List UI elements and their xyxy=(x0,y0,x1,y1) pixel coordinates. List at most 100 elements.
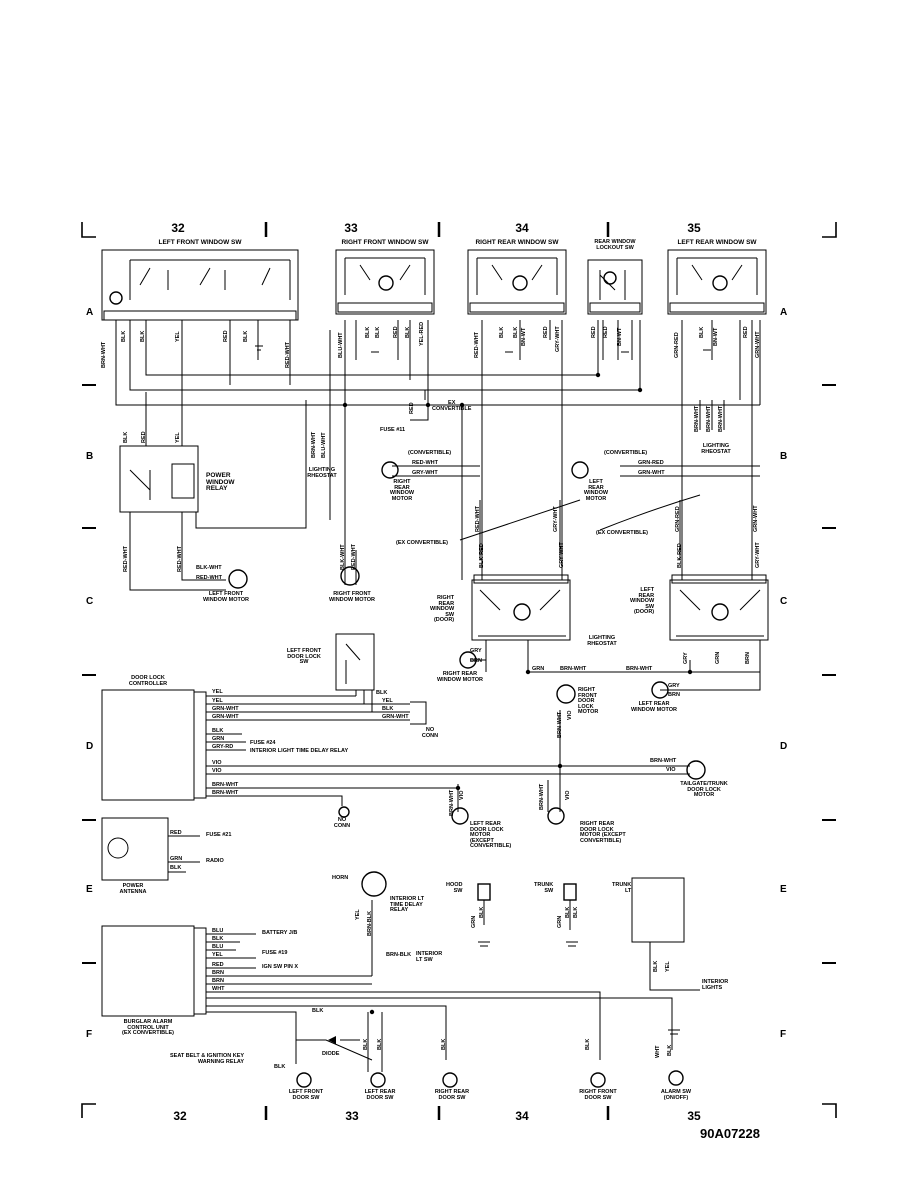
wire-label: GRN xyxy=(557,915,563,928)
wire-label: GRY-WHT xyxy=(755,542,761,568)
wire-label: GRY-WHT xyxy=(553,506,559,532)
left-rear-window-sw-door-box xyxy=(669,579,769,641)
wire-label: VIO xyxy=(212,768,222,774)
wire-label: YEL-RED xyxy=(419,321,425,346)
zone-f-right: F xyxy=(780,1029,787,1040)
label-no-conn-1: NO CONN xyxy=(421,727,439,739)
zone-a-left: A xyxy=(86,307,94,318)
wire-label: GRN-RED xyxy=(638,460,664,466)
zone-c-right: C xyxy=(780,596,788,607)
label-left-rear-window-sw: LEFT REAR WINDOW SW xyxy=(677,239,757,246)
wire-label: BLK-RED xyxy=(677,543,683,568)
wire-label: BLK xyxy=(140,330,146,342)
label-tailgate-trunk-door-lock-motor: TAILGATE/TRUNK DOOR LOCK MOTOR xyxy=(680,781,728,798)
wire-label: BRN-WHT xyxy=(560,666,587,672)
wire-label: YEL xyxy=(175,331,181,342)
wire-label: BLK xyxy=(212,936,224,942)
wire-label: BRN xyxy=(212,970,224,976)
label-left-rear-window-motor-top: LEFT REAR WINDOW MOTOR xyxy=(583,479,609,502)
wire-label: GRN xyxy=(471,915,477,928)
wire-label: BLU-WHT xyxy=(338,332,344,358)
wire-label: BLK xyxy=(667,1044,673,1056)
zone-e-right: E xyxy=(780,884,787,895)
label-left-rear-door-lock-motor: LEFT REAR DOOR LOCK MOTOR (EXCEPT CONVER… xyxy=(470,821,512,849)
label-diode: DIODE xyxy=(322,1051,340,1057)
label-right-rear-window-motor: RIGHT REAR WINDOW MOTOR xyxy=(436,671,484,683)
label-right-front-door-sw: RIGHT FRONT DOOR SW xyxy=(579,1089,617,1101)
label-lighting-rheostat-2: LIGHTING RHEOSTAT xyxy=(701,443,731,455)
wire-label: RED xyxy=(141,431,147,443)
wire-label: BLU-WHT xyxy=(321,432,327,458)
wire-label: GRN-WHT xyxy=(382,714,409,720)
label-right-front-window-motor: RIGHT FRONT WINDOW MOTOR xyxy=(328,591,376,603)
wire-label: RED xyxy=(743,326,749,338)
wire-label: GRY-WHT xyxy=(412,470,438,476)
right-rear-window-sw-door-box xyxy=(471,579,571,641)
wire-label: GRY xyxy=(683,652,689,664)
right-rear-window-sw-box xyxy=(467,249,567,315)
wire-label: BLK xyxy=(170,865,182,871)
column-34-top: 34 xyxy=(515,221,529,235)
wire-label: YEL xyxy=(212,698,223,704)
wire-label: VIO xyxy=(666,767,676,773)
wire-label: GRY xyxy=(470,648,482,654)
corner-mark-br xyxy=(822,1103,837,1118)
wire-label: BLK xyxy=(377,1038,383,1050)
label-right-rear-window-motor-top: RIGHT REAR WINDOW MOTOR xyxy=(389,479,415,502)
wire-label: BLK xyxy=(585,1038,591,1050)
note-convertible-2: (CONVERTIBLE) xyxy=(604,450,648,456)
wire-label: RED-WHT xyxy=(177,546,183,572)
label-alarm-sw: ALARM SW (ON/OFF) xyxy=(660,1089,692,1101)
column-33-bottom: 33 xyxy=(345,1109,359,1123)
wire-label: GRN xyxy=(532,666,545,672)
label-hood-sw: HOOD SW xyxy=(446,882,463,894)
wire-label: BLU xyxy=(212,928,224,934)
corner-mark-tr xyxy=(822,222,837,238)
note-interior-light-time-delay-relay: INTERIOR LIGHT TIME DELAY RELAY xyxy=(250,748,349,754)
left-rear-window-sw-box xyxy=(667,249,767,315)
wire-label: BLK xyxy=(382,706,394,712)
wire-label: RED-WHT xyxy=(474,332,480,358)
wire-label: WHT xyxy=(655,1045,661,1058)
wire-label: BLK xyxy=(699,326,705,338)
note-ex-convertible-2: (EX CONVERTIBLE) xyxy=(596,530,648,536)
wire-label: GRY xyxy=(668,683,680,689)
wire-label: GRY-RD xyxy=(212,744,234,750)
zone-d-right: D xyxy=(780,741,788,752)
label-lighting-rheostat-1: LIGHTING RHEOSTAT xyxy=(307,467,337,479)
wire-label: BLK-WHT xyxy=(340,544,346,570)
note-fuse-24: FUSE #24 xyxy=(250,740,276,746)
label-left-front-window-sw: LEFT FRONT WINDOW SW xyxy=(158,239,242,246)
right-front-window-sw-box xyxy=(335,249,435,315)
wire-label: BRN-WHT xyxy=(650,758,677,764)
wire-label: RED xyxy=(212,962,224,968)
wire-label: BLK-RED xyxy=(479,543,485,568)
wire-label: GRN xyxy=(212,736,225,742)
wire-label: BRN-BLK xyxy=(386,952,412,958)
wire-label: VIO xyxy=(212,760,222,766)
wire-label: RED xyxy=(591,326,597,338)
wire-label: BRN-WHT xyxy=(706,405,712,432)
wire-label: GRN xyxy=(170,856,183,862)
label-right-rear-window-sw: RIGHT REAR WINDOW SW xyxy=(475,239,559,246)
label-interior-lt-sw: INTERIOR LT SW xyxy=(416,951,443,963)
wire-label: BRN-WHT xyxy=(212,782,239,788)
wire-label: BRN-WHT xyxy=(311,431,317,458)
label-lighting-rheostat-3: LIGHTING RHEOSTAT xyxy=(587,635,617,647)
column-34-bottom: 34 xyxy=(515,1109,529,1123)
wire-label: BLK xyxy=(123,431,129,443)
label-right-rear-door-sw: RIGHT REAR DOOR SW xyxy=(434,1089,470,1101)
column-32-top: 32 xyxy=(171,221,185,235)
wire-label: BLK xyxy=(274,1064,286,1070)
label-burglar-alarm-control-unit: BURGLAR ALARM CONTROL UNIT (EX CONVERTIB… xyxy=(122,1019,174,1036)
note-fuse-11: FUSE #11 xyxy=(380,427,406,433)
wire-label: BLK xyxy=(513,326,519,338)
label-interior-lt-time-delay-relay: INTERIOR LT TIME DELAY RELAY xyxy=(390,896,425,913)
label-rear-window-lockout-sw: REAR WINDOW LOCKOUT SW xyxy=(594,239,636,251)
wire-label: YEL xyxy=(212,689,223,695)
wire-label: BLK xyxy=(243,330,249,342)
power-window-relay-box xyxy=(119,445,199,513)
wire-label: BLK xyxy=(365,326,371,338)
wire-label: GRY-WHT xyxy=(559,542,565,568)
